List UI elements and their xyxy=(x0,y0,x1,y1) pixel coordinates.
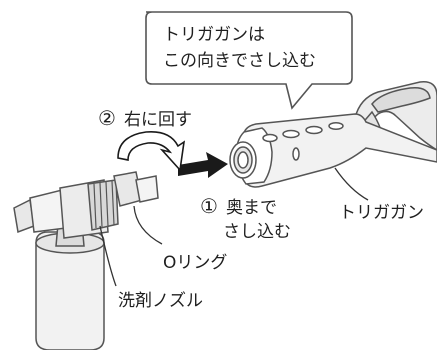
step-1-text-line-2: さし込む xyxy=(223,222,291,242)
trigger-gun-label: トリガガン xyxy=(339,203,424,223)
detergent-nozzle xyxy=(13,171,159,350)
step-1-label: ① 奥まで さし込む xyxy=(200,194,291,242)
rotate-arrow xyxy=(117,130,186,172)
step-2-number: ② xyxy=(98,106,116,130)
insert-arrow xyxy=(178,152,228,178)
leader-trigger-gun xyxy=(334,167,369,201)
o-ring-label: Oリング xyxy=(163,253,227,273)
step-2-label: ② 右に回す xyxy=(98,106,192,130)
step-1-text-line-1: 奥まで xyxy=(226,198,277,218)
leader-o-ring xyxy=(133,205,163,245)
step-1-number: ① xyxy=(200,194,218,218)
trigger-gun xyxy=(229,81,437,188)
callout-bubble: トリガガンは この向きでさし込む xyxy=(145,11,353,110)
leader-lines xyxy=(99,167,369,287)
leader-detergent-nozzle xyxy=(99,225,117,287)
callout-line-1: トリガガンは xyxy=(163,25,265,45)
step-2-text: 右に回す xyxy=(124,110,192,130)
callout-line-2: この向きでさし込む xyxy=(163,51,316,71)
detergent-nozzle-label: 洗剤ノズル xyxy=(118,291,203,311)
